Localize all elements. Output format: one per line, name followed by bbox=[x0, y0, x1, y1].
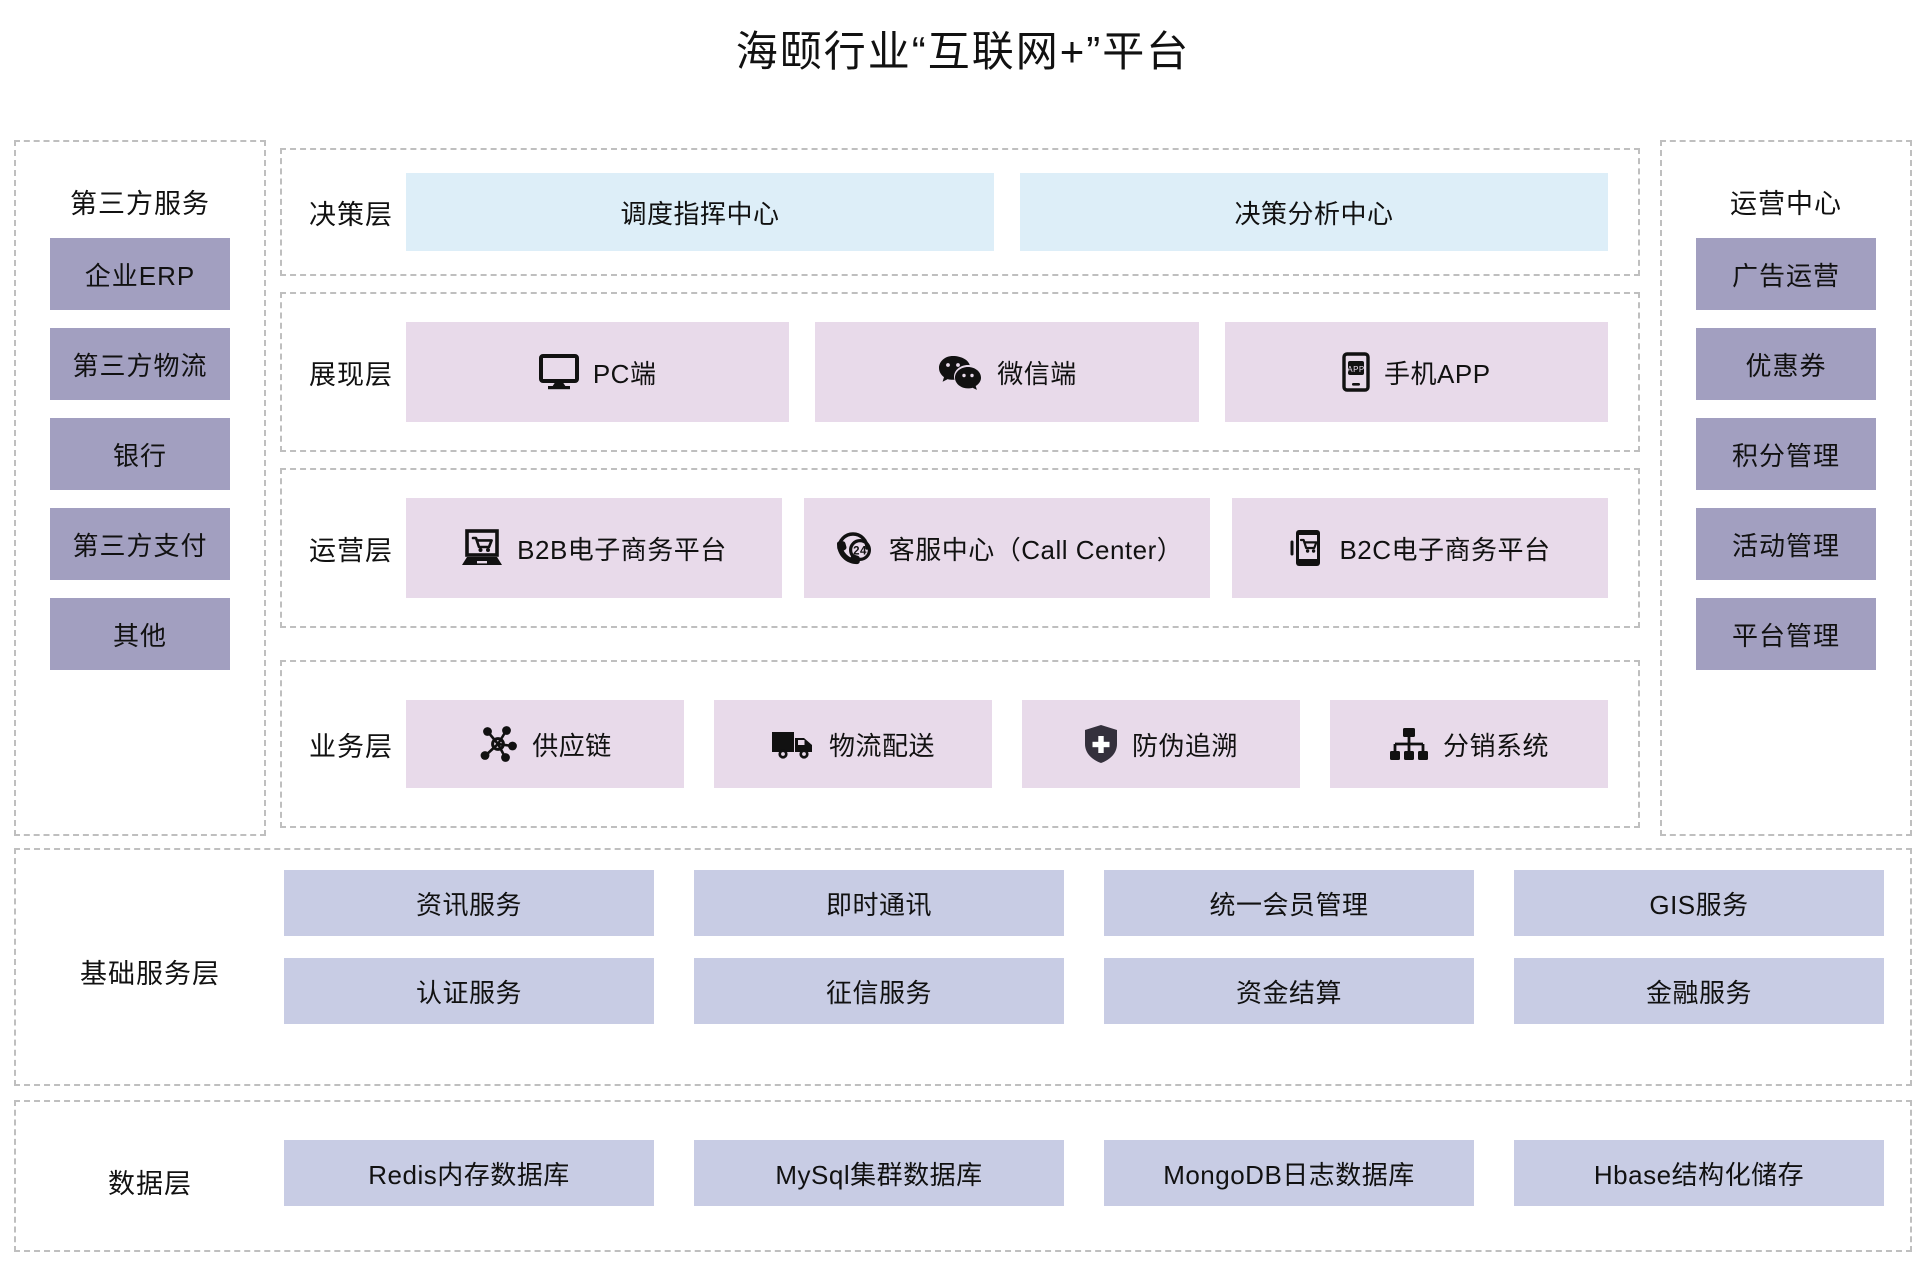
decision-layer-panel bbox=[280, 148, 1640, 276]
data-layer-item-redis[interactable]: Redis内存数据库 bbox=[284, 1140, 654, 1206]
shield-plus-icon bbox=[1084, 724, 1118, 764]
business-item-label: 分销系统 bbox=[1442, 730, 1549, 761]
base-service-item-label: 征信服务 bbox=[825, 977, 932, 1008]
presentation-layer-panel bbox=[280, 292, 1640, 452]
presentation-item-wechat[interactable]: 微信端 bbox=[815, 322, 1199, 422]
sidebar-item-platform-management[interactable]: 平台管理 bbox=[1696, 598, 1876, 670]
base-service-item-gis-service[interactable]: GIS服务 bbox=[1514, 870, 1884, 936]
presentation-item-label: PC端 bbox=[592, 358, 657, 389]
business-layer-panel bbox=[280, 660, 1640, 828]
base-service-item-label: 统一会员管理 bbox=[1209, 889, 1369, 920]
data-layer-grid: Redis内存数据库 MySql集群数据库 MongoDB日志数据库 Hbase… bbox=[284, 1140, 1884, 1206]
presentation-layer-label: 展现层 bbox=[309, 359, 393, 390]
business-item-supply-chain[interactable]: 供应链 bbox=[406, 700, 684, 788]
sidebar-item-bank[interactable]: 银行 bbox=[50, 418, 230, 490]
sidebar-item-third-party-payment[interactable]: 第三方支付 bbox=[50, 508, 230, 580]
base-service-layer-label: 基础服务层 bbox=[80, 959, 220, 989]
decision-layer-row: 决策层 调度指挥中心 决策分析中心 bbox=[296, 148, 1632, 276]
truck-icon bbox=[771, 728, 815, 760]
business-item-label: 防伪追溯 bbox=[1131, 730, 1238, 761]
sidebar-item-activity-management[interactable]: 活动管理 bbox=[1696, 508, 1876, 580]
presentation-layer-row: 展现层 PC端 bbox=[296, 292, 1632, 452]
presentation-item-label: 微信端 bbox=[997, 358, 1077, 389]
base-service-item-label: 即时通讯 bbox=[825, 889, 932, 920]
sidebar-item-other[interactable]: 其他 bbox=[50, 598, 230, 670]
presentation-item-pc[interactable]: PC端 bbox=[406, 322, 790, 422]
sidebar-item-third-party-logistics[interactable]: 第三方物流 bbox=[50, 328, 230, 400]
base-service-layer-panel bbox=[14, 848, 1912, 1086]
decision-item-label: 决策分析中心 bbox=[1234, 198, 1394, 229]
wechat-icon bbox=[937, 354, 983, 390]
mobile-app-icon: APP bbox=[1342, 352, 1370, 392]
data-layer-item-label: MySql集群数据库 bbox=[775, 1159, 983, 1190]
business-item-label: 物流配送 bbox=[828, 730, 935, 761]
hierarchy-icon bbox=[1389, 726, 1429, 762]
data-layer-item-hbase[interactable]: Hbase结构化储存 bbox=[1514, 1140, 1884, 1206]
base-service-item-label: 资讯服务 bbox=[415, 889, 522, 920]
base-service-item-unified-member-management[interactable]: 统一会员管理 bbox=[1104, 870, 1474, 936]
operation-center-panel: 运营中心 广告运营 优惠券 积分管理 活动管理 平台管理 bbox=[1660, 140, 1912, 836]
presentation-item-mobile-app[interactable]: APP 手机APP bbox=[1224, 322, 1608, 422]
sidebar-item-points-management[interactable]: 积分管理 bbox=[1696, 418, 1876, 490]
operation-item-b2c-platform[interactable]: B2C电子商务平台 bbox=[1232, 498, 1608, 598]
operation-layer-row: 运营层 B2B电子商务平台 bbox=[296, 468, 1632, 628]
data-layer-item-mongodb[interactable]: MongoDB日志数据库 bbox=[1104, 1140, 1474, 1206]
data-layer-item-mysql[interactable]: MySql集群数据库 bbox=[694, 1140, 1064, 1206]
business-item-anti-counterfeit-tracing[interactable]: 防伪追溯 bbox=[1022, 700, 1300, 788]
network-nodes-icon bbox=[478, 725, 518, 763]
business-item-label: 供应链 bbox=[532, 730, 612, 761]
page-title: 海颐行业“互联网+”平台 bbox=[735, 28, 1191, 75]
base-service-item-label: GIS服务 bbox=[1649, 889, 1749, 920]
base-service-item-label: 金融服务 bbox=[1645, 977, 1752, 1008]
base-service-item-fund-settlement[interactable]: 资金结算 bbox=[1104, 958, 1474, 1024]
operation-item-call-center[interactable]: 24 客服中心（Call Center） bbox=[803, 498, 1211, 598]
svg-text:APP: APP bbox=[1347, 365, 1365, 374]
data-layer-item-label: Redis内存数据库 bbox=[368, 1159, 570, 1190]
monitor-icon bbox=[538, 354, 579, 390]
base-service-item-financial-service[interactable]: 金融服务 bbox=[1514, 958, 1884, 1024]
base-service-item-label: 认证服务 bbox=[415, 977, 522, 1008]
decision-item-dispatch-command-center[interactable]: 调度指挥中心 bbox=[406, 173, 994, 251]
business-layer-label: 业务层 bbox=[309, 731, 393, 762]
mobile-cart-icon bbox=[1289, 528, 1325, 568]
operation-item-label: B2C电子商务平台 bbox=[1339, 534, 1551, 565]
svg-text:24: 24 bbox=[853, 546, 867, 558]
base-service-item-authentication-service[interactable]: 认证服务 bbox=[284, 958, 654, 1024]
business-layer-row: 业务层 bbox=[296, 660, 1632, 828]
decision-item-label: 调度指挥中心 bbox=[620, 198, 780, 229]
base-service-item-news-service[interactable]: 资讯服务 bbox=[284, 870, 654, 936]
operation-center-heading: 运营中心 bbox=[1730, 188, 1842, 219]
phone-24-icon: 24 bbox=[831, 528, 875, 568]
laptop-cart-icon bbox=[461, 529, 503, 567]
decision-item-decision-analysis-center[interactable]: 决策分析中心 bbox=[1020, 173, 1608, 251]
business-item-logistics-delivery[interactable]: 物流配送 bbox=[714, 700, 992, 788]
third-party-services-heading: 第三方服务 bbox=[70, 188, 210, 219]
presentation-item-label: 手机APP bbox=[1384, 358, 1491, 389]
decision-layer-label: 决策层 bbox=[309, 199, 393, 230]
operation-layer-panel bbox=[280, 468, 1640, 628]
sidebar-item-ad-operation[interactable]: 广告运营 bbox=[1696, 238, 1876, 310]
base-service-item-credit-service[interactable]: 征信服务 bbox=[694, 958, 1064, 1024]
operation-layer-label: 运营层 bbox=[309, 535, 393, 566]
operation-item-b2b-platform[interactable]: B2B电子商务平台 bbox=[406, 498, 782, 598]
business-item-distribution-system[interactable]: 分销系统 bbox=[1330, 700, 1608, 788]
base-service-item-instant-messaging[interactable]: 即时通讯 bbox=[694, 870, 1064, 936]
sidebar-item-coupon[interactable]: 优惠券 bbox=[1696, 328, 1876, 400]
third-party-services-panel: 第三方服务 企业ERP 第三方物流 银行 第三方支付 其他 bbox=[14, 140, 266, 836]
operation-item-label: B2B电子商务平台 bbox=[517, 534, 727, 565]
operation-item-label: 客服中心（Call Center） bbox=[888, 534, 1184, 565]
data-layer-panel bbox=[14, 1100, 1912, 1252]
sidebar-item-enterprise-erp[interactable]: 企业ERP bbox=[50, 238, 230, 310]
base-service-item-label: 资金结算 bbox=[1235, 977, 1342, 1008]
data-layer-item-label: MongoDB日志数据库 bbox=[1163, 1159, 1415, 1190]
data-layer-item-label: Hbase结构化储存 bbox=[1593, 1159, 1805, 1190]
data-layer-label: 数据层 bbox=[108, 1169, 192, 1199]
base-service-layer-grid: 资讯服务 即时通讯 统一会员管理 GIS服务 认证服务 征信服务 资金结算 金融… bbox=[284, 870, 1884, 1024]
